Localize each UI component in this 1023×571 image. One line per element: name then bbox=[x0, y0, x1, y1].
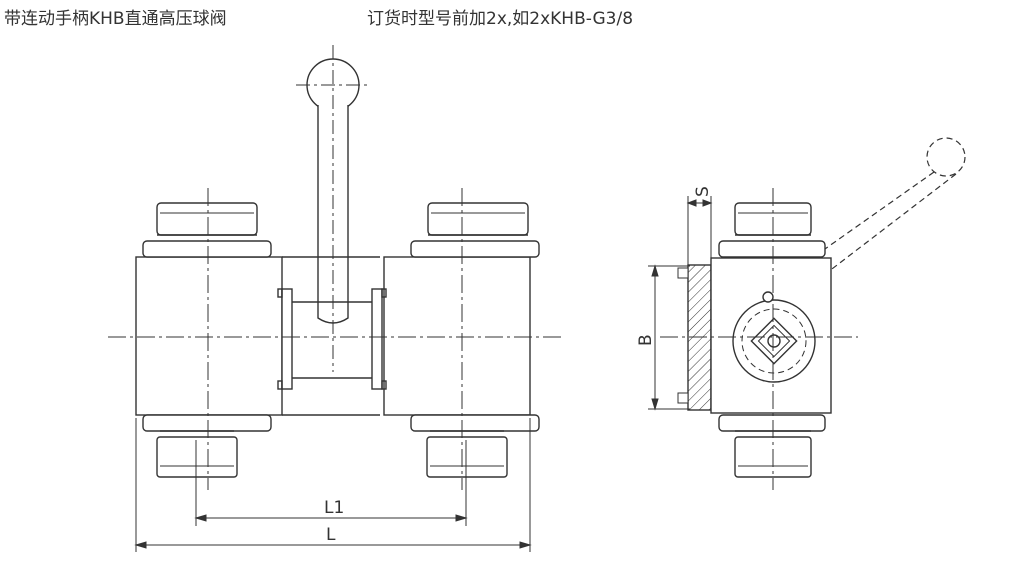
dimension-l bbox=[134, 418, 532, 552]
label-b: B bbox=[636, 334, 656, 346]
front-view bbox=[108, 45, 562, 552]
label-l: L bbox=[326, 525, 336, 545]
dimension-l1 bbox=[194, 440, 468, 526]
valve-stem bbox=[732, 291, 816, 383]
left-valve-body bbox=[135, 202, 293, 478]
side-view bbox=[648, 137, 966, 490]
label-l1: L1 bbox=[324, 498, 344, 518]
front-center-lines bbox=[108, 188, 562, 490]
order-note: 订货时型号前加2x,如2xKHB-G3/8 bbox=[367, 9, 634, 29]
lever-handle bbox=[296, 45, 370, 372]
dimension-b bbox=[648, 264, 690, 411]
right-valve-body bbox=[371, 202, 540, 478]
label-s: S bbox=[693, 186, 713, 197]
side-center-lines bbox=[660, 188, 858, 490]
dimension-s bbox=[686, 196, 713, 265]
diagram-title: 带连动手柄KHB直通高压球阀 bbox=[4, 9, 227, 29]
center-tube bbox=[282, 256, 380, 416]
